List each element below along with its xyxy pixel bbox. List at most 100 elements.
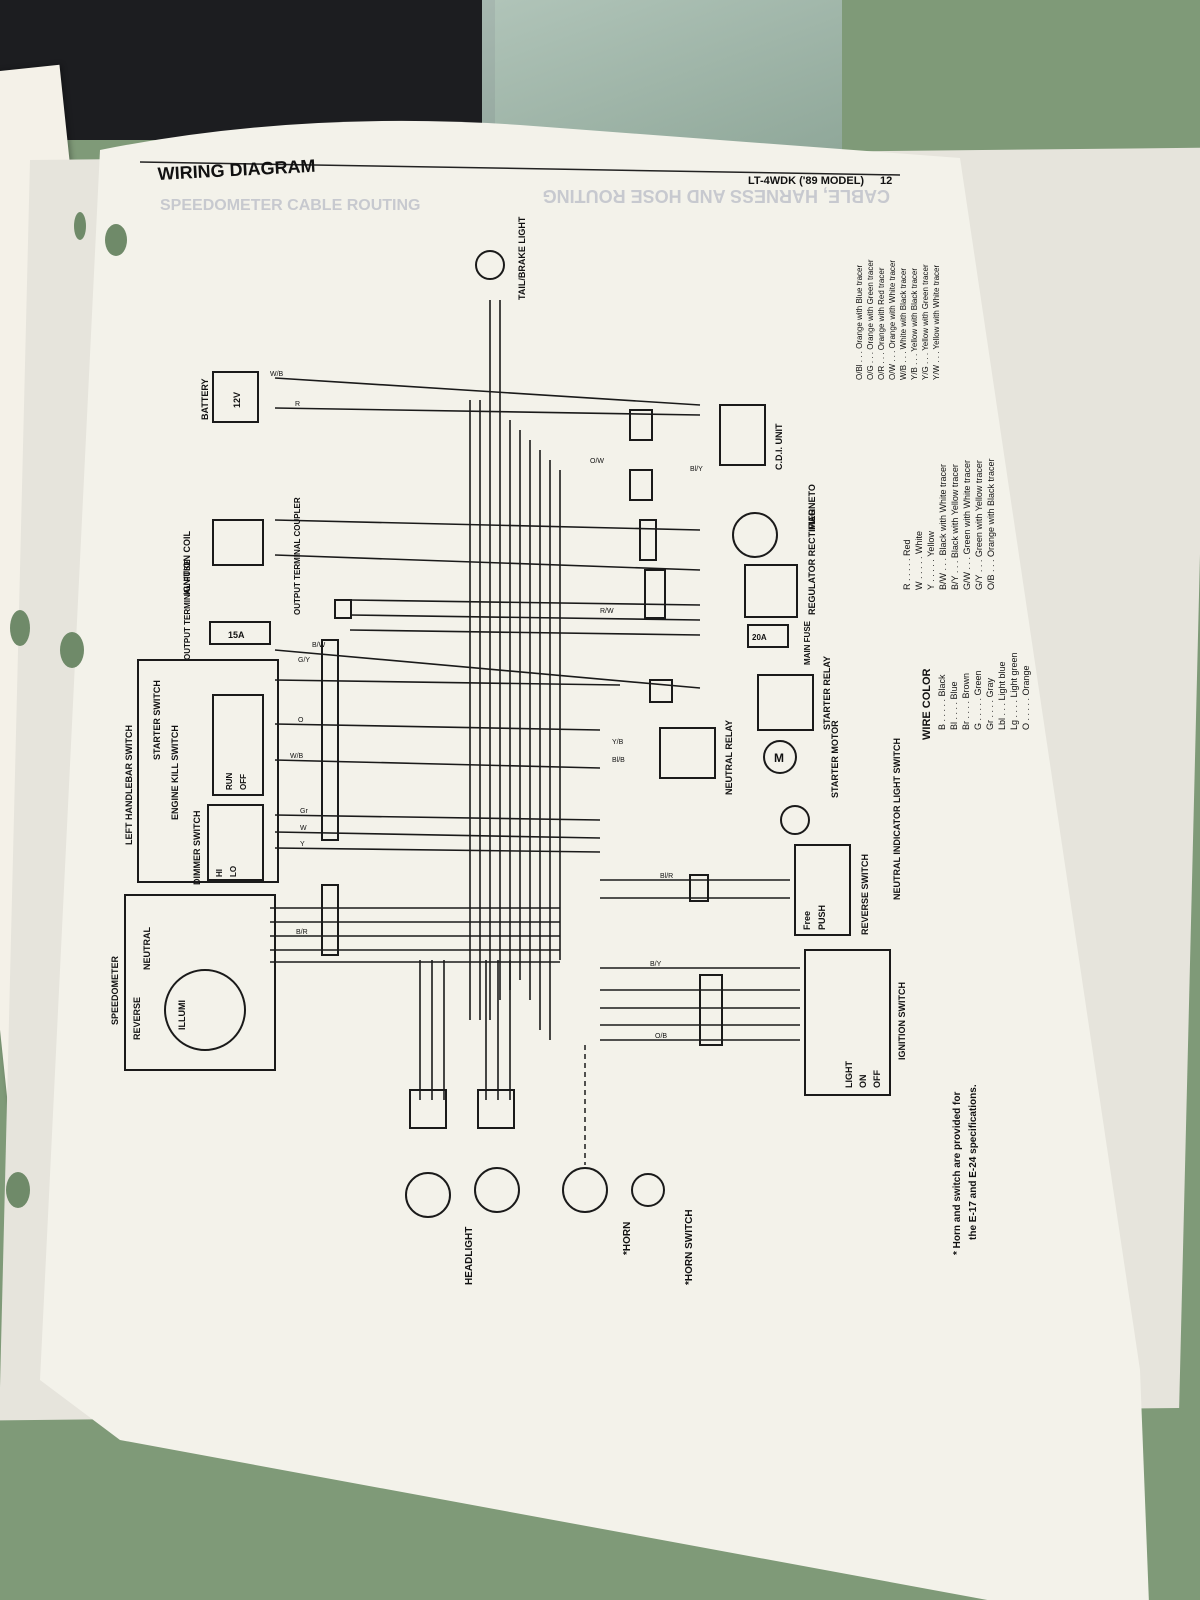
run-label: RUN <box>225 772 234 790</box>
svg-text:Y/G . . . Yellow with Green tr: Y/G . . . Yellow with Green tracer <box>921 264 930 380</box>
starter-motor-label: STARTER MOTOR <box>830 720 840 798</box>
regulator-rectifier-label: REGULATOR RECTIFIER <box>807 508 817 615</box>
binder-hole <box>60 632 84 668</box>
binder-hole <box>10 610 30 646</box>
output-terminal-coupler-label: OUTPUT TERMINAL COUPLER <box>293 497 302 615</box>
ign-on-label: ON <box>858 1075 868 1089</box>
dimmer-switch-label: DIMMER SWITCH <box>192 811 202 886</box>
svg-text:Y/W . . . Yellow with White tr: Y/W . . . Yellow with White tracer <box>932 265 941 380</box>
ignition-switch-box <box>804 949 891 1096</box>
model-label: LT-4WDK ('89 MODEL) <box>748 175 864 187</box>
magneto-symbol <box>732 512 778 558</box>
engine-kill-switch-label: ENGINE KILL SWITCH <box>170 725 180 820</box>
svg-text:R/W: R/W <box>600 608 614 615</box>
engine-kill-table <box>212 694 264 796</box>
svg-text:Lg . . . . Light green: Lg . . . . Light green <box>1009 652 1019 730</box>
ignition-switch-label: IGNITION SWITCH <box>897 982 907 1060</box>
reverse-switch-box <box>794 844 851 936</box>
neutral-relay-label: NEUTRAL RELAY <box>724 720 734 795</box>
connectors <box>334 409 723 1129</box>
svg-text:Y: Y <box>300 841 305 848</box>
tail-brake-light-label: TAIL/BRAKE LIGHT <box>517 216 527 300</box>
horn-switch-symbol <box>631 1173 665 1207</box>
svg-text:Gr . . . . Gray: Gr . . . . Gray <box>985 677 995 730</box>
svg-text:R . . . . . Red: R . . . . . Red <box>902 539 912 590</box>
ghost-speedo-text: SPEEDOMETER CABLE ROUTING <box>160 197 420 214</box>
battery-label: BATTERY <box>200 379 210 421</box>
left-handlebar-switch-label: LEFT HANDLEBAR SWITCH <box>124 725 134 845</box>
dark-binder-background <box>0 0 495 140</box>
headlight-label: HEADLIGHT <box>464 1227 475 1285</box>
neutral-relay-box <box>659 727 716 779</box>
svg-text:Bl/B: Bl/B <box>612 757 625 764</box>
headlight-left-bulb <box>405 1172 451 1218</box>
reverse-lamp-label: REVERSE <box>132 997 142 1040</box>
starter-switch-label: STARTER SWITCH <box>152 680 162 760</box>
left-handlebar-switch-box <box>137 659 279 883</box>
battery-box <box>212 371 259 423</box>
tail-brake-light-bulb <box>475 250 505 280</box>
horn-label: *HORN <box>622 1222 633 1255</box>
svg-text:W/B . . . White with Black tra: W/B . . . White with Black tracer <box>899 268 908 380</box>
output-terminal-fuse-label: OUTPUT TERMINAL FUSE <box>183 559 192 660</box>
svg-text:Bl/R: Bl/R <box>660 873 673 880</box>
svg-text:G/W . . . Green with White tra: G/W . . . Green with White tracer <box>962 460 972 590</box>
svg-text:G/Y: G/Y <box>298 657 310 664</box>
svg-text:O/W: O/W <box>590 458 604 465</box>
hi-label: HI <box>215 869 224 877</box>
svg-text:O . . . . . Orange: O . . . . . Orange <box>1021 665 1031 730</box>
svg-text:B/W . . . Black with White tra: B/W . . . Black with White tracer <box>938 464 948 590</box>
svg-text:Y . . . . . Yellow: Y . . . . . Yellow <box>926 531 936 590</box>
speedometer-box <box>124 894 276 1071</box>
ign-light-label: LIGHT <box>844 1061 854 1088</box>
headlight-right-bulb <box>474 1167 520 1213</box>
wire-color-legend-3: O/Bl . . . Orange with Blue tracer O/G .… <box>855 259 941 380</box>
output-fuse-rating: 15A <box>228 630 245 640</box>
svg-text:O/B: O/B <box>655 1033 667 1040</box>
svg-text:R: R <box>295 401 300 408</box>
svg-text:W . . . . . White: W . . . . . White <box>914 531 924 590</box>
main-fuse-rating: 20A <box>752 633 767 642</box>
svg-text:O/R . . . Orange with Red trac: O/R . . . Orange with Red tracer <box>877 267 886 380</box>
binder-hole <box>6 1172 30 1208</box>
cdi-unit-label: C.D.I. UNIT <box>774 423 784 470</box>
svg-text:G/Y . . . Green with Yellow tr: G/Y . . . Green with Yellow tracer <box>974 460 984 590</box>
ignition-coil-box <box>212 519 264 566</box>
battery-voltage: 12V <box>232 392 242 408</box>
starter-relay-box <box>757 674 814 731</box>
motor-m-symbol: M <box>774 751 784 765</box>
svg-text:O/Bl . . . Orange with Blue tr: O/Bl . . . Orange with Blue tracer <box>855 265 864 380</box>
binder-hole <box>74 212 86 240</box>
svg-text:B/Y . . . Black with Yellow tr: B/Y . . . Black with Yellow tracer <box>950 464 960 590</box>
svg-text:W/B: W/B <box>290 753 304 760</box>
page-sheet <box>40 120 1149 1600</box>
svg-text:G . . . . . Green: G . . . . . Green <box>973 670 983 730</box>
horn-switch-label: *HORN SWITCH <box>684 1209 695 1285</box>
reverse-push-label: PUSH <box>817 905 827 930</box>
starter-relay-label: STARTER RELAY <box>822 656 832 730</box>
regulator-rectifier-box <box>744 564 798 618</box>
neutral-light-switch-symbol <box>780 805 810 835</box>
binder-hole <box>105 224 127 256</box>
ghost-routing-text: CABLE, HARNESS AND HOSE ROUTING <box>543 186 890 206</box>
starter-motor-symbol <box>763 740 797 774</box>
svg-text:Y/B: Y/B <box>612 739 624 746</box>
svg-text:O: O <box>298 717 304 724</box>
svg-text:W: W <box>300 825 307 832</box>
ignition-coil-label: IGNITION COIL <box>182 531 192 596</box>
svg-text:WIRE COLOR: WIRE COLOR <box>921 668 933 740</box>
wire-color-legend: WIRE COLOR B . . . . . Black Bl . . . . … <box>921 652 1031 740</box>
horn-symbol <box>562 1167 608 1213</box>
svg-text:B/W: B/W <box>312 642 326 649</box>
speedometer-label: SPEEDOMETER <box>110 955 120 1025</box>
svg-text:Bl . . . . Blue: Bl . . . . Blue <box>949 681 959 730</box>
cdi-unit-box <box>719 404 766 466</box>
svg-text:O/B . . . Orange with Black tr: O/B . . . Orange with Black tracer <box>986 458 996 590</box>
svg-text:O/G . . . Orange with Green tr: O/G . . . Orange with Green tracer <box>866 259 875 380</box>
main-fuse-box <box>747 624 789 648</box>
svg-text:B/R: B/R <box>296 929 308 936</box>
svg-text:Lbl . . . Light blue: Lbl . . . Light blue <box>997 661 1007 730</box>
illumi-lamp-circle <box>164 969 246 1051</box>
reverse-free-label: Free <box>802 911 812 930</box>
